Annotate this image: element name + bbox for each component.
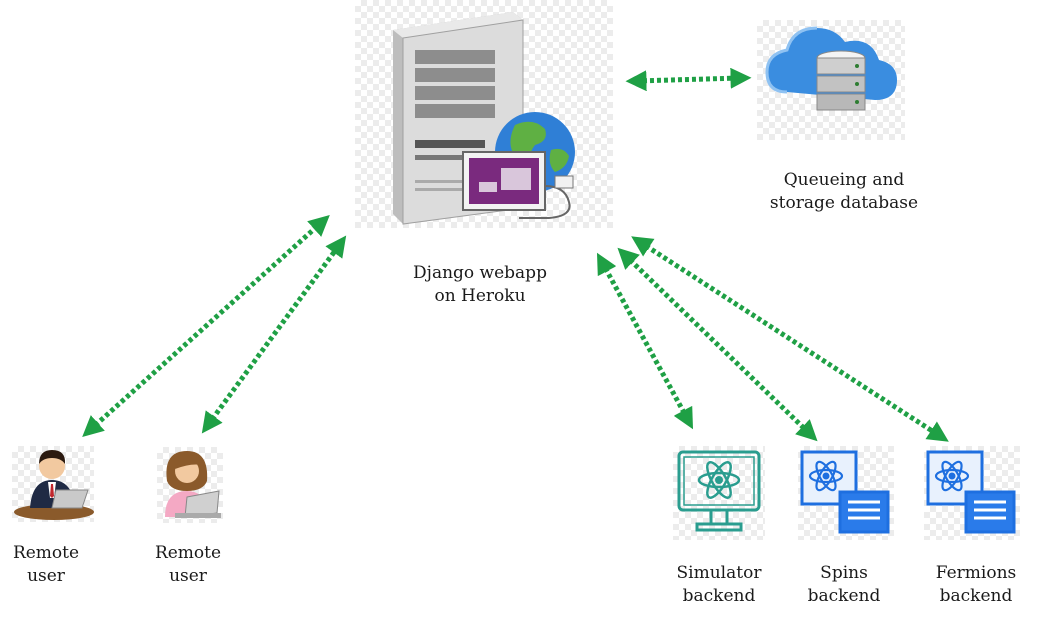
database-node: [757, 20, 905, 140]
atom-document-icon: [800, 450, 890, 534]
monitor-icon: [462, 151, 574, 219]
server-icon: [393, 12, 575, 225]
user1-label: Remote user: [0, 542, 92, 588]
simulator-label-line2: backend: [682, 586, 756, 606]
user1-label-line1: Remote: [12, 543, 80, 563]
spins-label: Spins backend: [792, 562, 896, 608]
arrow-server-spins: [617, 247, 818, 442]
database-label-line2: storage database: [769, 193, 919, 213]
arrow-server-fermions: [631, 236, 949, 442]
spins-node: [798, 446, 894, 540]
arrow-user2-server: [201, 235, 347, 434]
fermions-label-line2: backend: [939, 586, 1013, 606]
server-label: Django webapp on Heroku: [400, 262, 560, 308]
database-label-line1: Queueing and: [783, 170, 905, 190]
user2-label: Remote user: [142, 542, 234, 588]
simulator-label-line1: Simulator: [676, 563, 762, 583]
database-label: Queueing and storage database: [760, 169, 928, 215]
user2-node: [157, 447, 223, 523]
simulator-label: Simulator backend: [660, 562, 778, 608]
arrow-server-database: [625, 67, 752, 92]
user2-label-line2: user: [169, 566, 207, 586]
fermions-label-line1: Fermions: [935, 563, 1017, 583]
server-label-line2: on Heroku: [434, 286, 526, 306]
fermions-label: Fermions backend: [920, 562, 1032, 608]
spins-label-line1: Spins: [820, 563, 868, 583]
atom-monitor-icon: [677, 450, 761, 532]
atom-document-icon: [926, 450, 1016, 534]
spins-label-line2: backend: [807, 586, 881, 606]
server-label-line1: Django webapp: [413, 263, 547, 283]
arrow-server-simulator: [596, 252, 694, 430]
server-node: [355, 0, 613, 228]
simulator-node: [673, 446, 765, 540]
user1-node: [12, 446, 94, 522]
user-female-laptop-icon: [165, 451, 221, 518]
user-male-laptop-icon: [14, 450, 94, 520]
cloud-database-icon: [765, 26, 897, 111]
arrow-user1-server: [82, 214, 330, 438]
user2-label-line1: Remote: [154, 543, 222, 563]
fermions-node: [924, 446, 1020, 540]
user1-label-line2: user: [27, 566, 65, 586]
